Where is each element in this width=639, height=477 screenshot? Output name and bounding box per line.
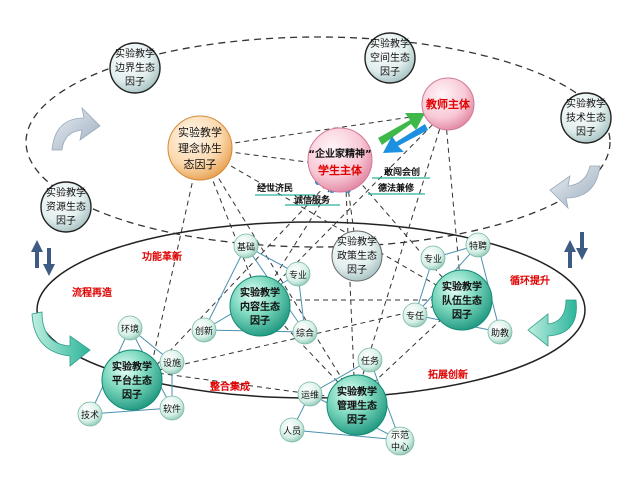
small-node-shifan-label1: 示范 [391, 429, 409, 441]
teacher-label: 教师主体 [425, 97, 471, 111]
concept-factor-node: 实验教学 理念协生 态因子 [167, 115, 233, 181]
platform-line3: 因子 [122, 389, 142, 401]
tech-factor-node: 实验教学 技术生态 因子 [560, 92, 612, 144]
boundary-factor-node: 实验教学 边界生态 因子 [109, 42, 161, 94]
small-node-tepin-label: 特聘 [469, 240, 487, 252]
annotation-xunhuan: 循环提升 [510, 274, 550, 287]
outer-cycle-arrow-right [549, 165, 601, 210]
small-node-zhuanye1: 专业 [285, 261, 311, 287]
annotation-liucheng: 流程再造 [72, 286, 113, 299]
small-node-zhuanye2-label: 专业 [424, 253, 442, 265]
small-node-huanjing-label: 环境 [121, 323, 139, 335]
arrow-to-teacher [378, 113, 425, 145]
resource-line1: 实验教学 [46, 186, 86, 199]
small-node-zhujiao: 助教 [487, 319, 513, 345]
small-node-renyuan-label: 人员 [283, 426, 301, 437]
outer-cycle-arrow-left [51, 106, 101, 151]
bidirectional-arrows-right [564, 232, 588, 268]
space-factor-node: 实验教学 空间生态 因子 [364, 32, 416, 84]
small-node-shifan: 示范 中心 [385, 426, 415, 456]
spirit-lines [255, 177, 430, 206]
small-node-zhujiao-label: 助教 [491, 327, 509, 339]
spirit-label-d: 诚信服务 [294, 194, 331, 206]
policy-factor-node: 实验教学 政策生态 因子 [331, 230, 383, 282]
small-node-renwu: 任务 [357, 347, 383, 373]
small-node-yunwei: 运维 [297, 381, 323, 407]
outer-ecosystem-ring [25, 36, 611, 248]
content-line2: 内容生态 [240, 300, 280, 313]
small-node-huanjing: 环境 [117, 315, 143, 341]
small-node-zonghe-label: 综合 [296, 327, 314, 339]
resource-factor-node: 实验教学 资源生态 因子 [40, 181, 92, 233]
tech-line3: 因子 [576, 126, 596, 138]
arrow-to-student [383, 124, 428, 153]
spirit-label-c: 经世济民 [257, 182, 293, 194]
small-node-chuangxin: 创新 [191, 317, 217, 343]
small-node-sheshi-label: 设施 [163, 357, 181, 369]
management-factor-node: 实验教学 管理生态 因子 [326, 374, 388, 436]
small-node-jichu-label: 基础 [237, 241, 255, 253]
small-node-zhuanren-label: 专任 [406, 310, 424, 322]
spirit-label-b: 德法兼修 [378, 182, 415, 194]
team-line2: 队伍生态 [442, 294, 482, 307]
small-node-yunwei-label: 运维 [301, 389, 319, 401]
small-node-zhuanye2: 专业 [420, 245, 446, 271]
boundary-line3: 因子 [125, 76, 145, 88]
management-line2: 管理生态 [337, 399, 377, 412]
small-node-sheshi: 设施 [159, 349, 185, 375]
small-node-renwu-label: 任务 [361, 355, 379, 367]
management-line1: 实验教学 [337, 385, 377, 398]
annotation-gongneng: 功能革新 [142, 250, 182, 263]
small-node-zonghe: 综合 [292, 319, 318, 345]
annotation-tuozhan: 拓展创新 [428, 368, 468, 381]
student-subject-node: “企业家精神” 学生主体 [307, 127, 373, 193]
policy-line3: 因子 [347, 264, 367, 276]
space-line1: 实验教学 [370, 37, 410, 50]
platform-factor-node: 实验教学 平台生态 因子 [101, 349, 163, 411]
boundary-line1: 实验教学 [115, 47, 155, 60]
space-line2: 空间生态 [370, 51, 410, 64]
concept-line3: 态因子 [184, 158, 217, 171]
teacher-subject-node: 教师主体 [421, 77, 475, 131]
space-line3: 因子 [380, 66, 400, 78]
bidirectional-arrows-left [31, 240, 55, 276]
content-line1: 实验教学 [240, 286, 280, 299]
resource-line3: 因子 [56, 215, 76, 227]
small-node-ruanjian-label: 软件 [163, 403, 181, 415]
tech-line2: 技术生态 [566, 111, 606, 124]
tech-line1: 实验教学 [566, 97, 606, 110]
concept-line2: 理念协生 [178, 141, 222, 155]
policy-line2: 政策生态 [337, 249, 377, 262]
small-node-chuangxin-label: 创新 [195, 325, 213, 337]
inner-cycle-arrow-right [527, 299, 577, 347]
team-line1: 实验教学 [442, 280, 482, 293]
team-factor-node: 实验教学 队伍生态 因子 [431, 269, 493, 331]
concept-line1: 实验教学 [178, 125, 222, 139]
platform-line2: 平台生态 [112, 374, 152, 387]
small-node-jichu: 基础 [233, 233, 259, 259]
small-node-renyuan: 人员 [279, 417, 305, 443]
small-node-shifan-label2: 中心 [391, 441, 409, 453]
small-node-zhuanye1-label: 专业 [289, 269, 307, 281]
management-line3: 因子 [347, 414, 367, 426]
resource-line2: 资源生态 [46, 200, 86, 213]
inner-cycle-arrow-left [31, 311, 91, 367]
small-node-ruanjian: 软件 [159, 395, 185, 421]
boundary-line2: 边界生态 [115, 61, 155, 74]
team-line3: 因子 [452, 309, 472, 321]
small-node-tepin: 特聘 [465, 232, 491, 258]
platform-line1: 实验教学 [112, 360, 152, 373]
small-node-zhuanren: 专任 [402, 302, 428, 328]
annotation-zhenghe: 整合集成 [209, 380, 250, 393]
student-label: 学生主体 [318, 163, 363, 177]
small-node-jishu: 技术 [77, 401, 103, 427]
small-node-jishu-label: 技术 [81, 409, 99, 421]
policy-line1: 实验教学 [337, 235, 377, 248]
entrepreneur-spirit-label: “企业家精神” [308, 147, 371, 160]
content-factor-node: 实验教学 内容生态 因子 [229, 275, 291, 337]
spirit-label-a: 敢闯会创 [384, 166, 420, 178]
content-line3: 因子 [250, 315, 270, 327]
